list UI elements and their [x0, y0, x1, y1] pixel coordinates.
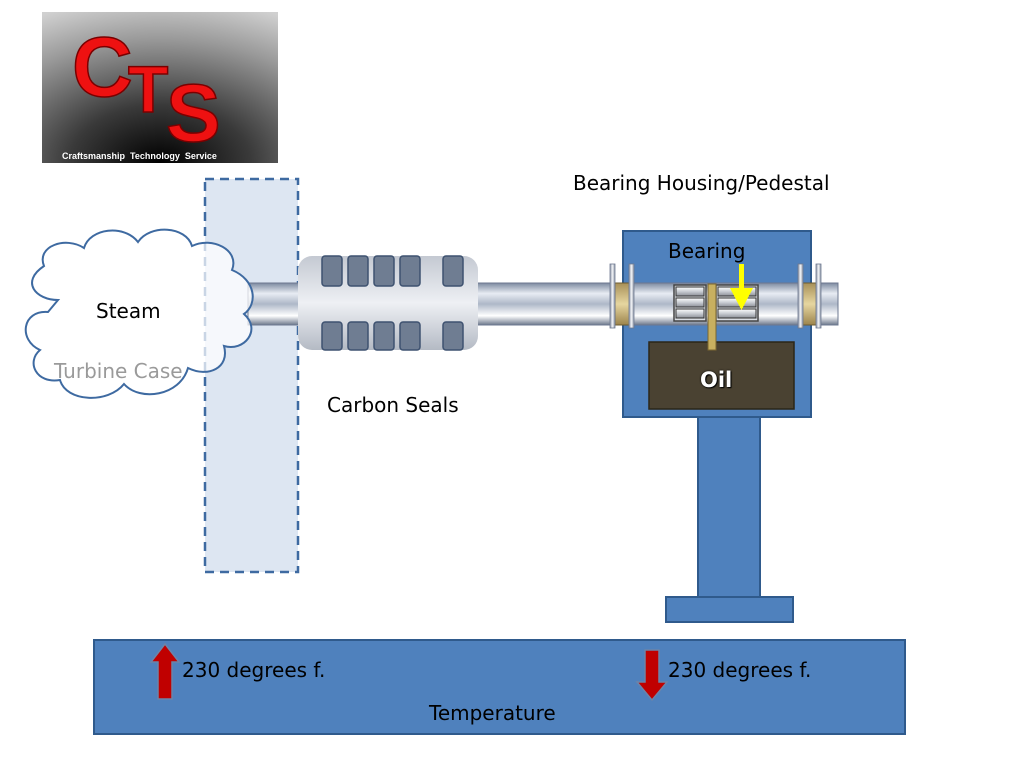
logo-letter-t: T [128, 52, 168, 126]
seal-ring-bottom [399, 321, 421, 351]
carbon-seals-label: Carbon Seals [327, 393, 459, 417]
steam-cloud [24, 228, 254, 399]
seal-ring-top [442, 255, 464, 287]
oil-label: Oil [700, 368, 733, 392]
temperature-title: Temperature [429, 701, 556, 725]
carbon-seal-rings [321, 255, 464, 351]
seal-ring-bottom [321, 321, 343, 351]
bearing-label: Bearing [668, 239, 746, 263]
temperature-left-reading: 230 degrees f. [182, 658, 326, 682]
seal-bushing-right [801, 282, 819, 326]
temperature-right-reading: 230 degrees f. [668, 658, 812, 682]
seal-ring-top [399, 255, 421, 287]
flange [815, 263, 822, 329]
pedestal-foot [665, 596, 794, 623]
bearing-roller [675, 286, 705, 297]
seal-ring-bottom [347, 321, 369, 351]
carbon-seal-band [298, 256, 478, 350]
turbine-case-region [203, 177, 300, 574]
red-up-arrow-icon [149, 642, 181, 700]
bearing-roller [675, 308, 705, 319]
logo-letter-s: S [166, 68, 221, 159]
logo-tagline: Craftsmanship Technology Service [62, 151, 217, 161]
seal-ring-bottom [442, 321, 464, 351]
seal-ring-bottom [373, 321, 395, 351]
bearing-housing-label: Bearing Housing/Pedestal [573, 171, 830, 195]
turbine-case-label: Turbine Case [54, 359, 183, 383]
cts-logo: C T S Craftsmanship Technology Service [42, 12, 278, 163]
yellow-arrow-icon [730, 264, 753, 310]
flange [797, 263, 804, 329]
bearing-roller [717, 308, 757, 319]
oil-ring [707, 283, 717, 351]
logo-letter-c: C [72, 20, 133, 114]
pedestal-column [697, 416, 761, 600]
seal-ring-top [321, 255, 343, 287]
seal-ring-top [347, 255, 369, 287]
bearing-roller [675, 297, 705, 308]
steam-label: Steam [96, 299, 161, 323]
seal-bushing-left [614, 282, 632, 326]
logo-background [42, 12, 278, 163]
flange [609, 263, 616, 329]
oil-sump [648, 341, 795, 410]
red-down-arrow-icon [635, 649, 669, 702]
seal-ring-top [373, 255, 395, 287]
temperature-panel [93, 639, 906, 735]
flange [628, 263, 635, 329]
